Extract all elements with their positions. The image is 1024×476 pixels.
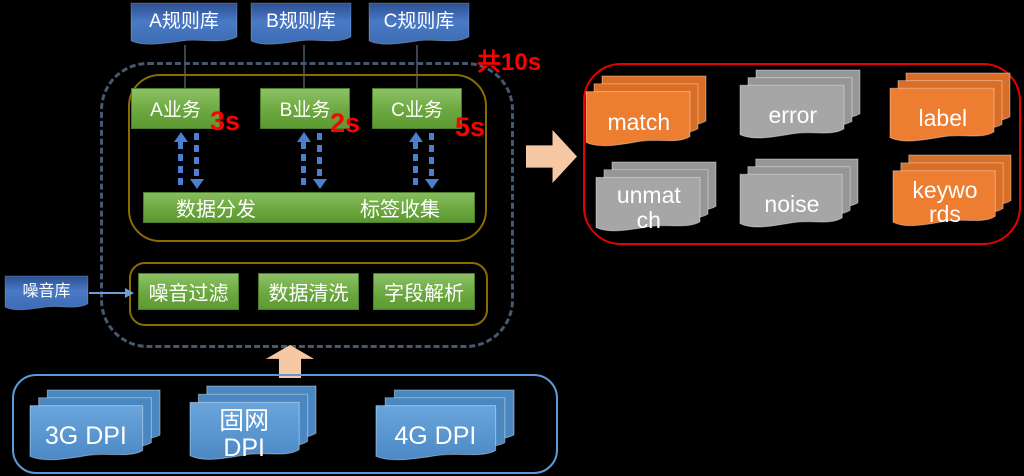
rule-library-c-doc: C规则库 [368,2,470,48]
multidocument-shape [892,154,1012,227]
data-clean-label: 数据清洗 [268,283,349,305]
output-label-stack: label [889,72,1011,149]
service-c-label: C业务 [391,100,443,121]
noise-library-doc: 噪音库 [4,275,89,313]
rule-library-b-label: B规则库 [266,10,336,32]
service-a-time: 3s [210,106,241,136]
multidocument-shape [889,72,1011,142]
connector-line [303,45,305,88]
multidocument-shape [375,389,515,461]
multidocument-shape [595,161,717,232]
down-arrow-icon [189,133,204,189]
service-b-node: B业务 [260,88,350,129]
output-match-stack: match [585,75,707,154]
output-label-label: label [918,105,968,132]
service-group-border [128,74,487,242]
down-arrow-icon [424,133,439,189]
multidocument-shape [29,389,161,461]
source-4g-dpi-stack: 4G DPI [375,389,515,468]
data-clean-node: 数据清洗 [258,273,359,310]
source-3g-dpi-stack: 3G DPI [29,389,161,468]
output-noise-label: noise [764,191,820,218]
source-fixed-dpi-label: 固网 DPI [219,407,270,463]
right-block-arrow-icon [526,130,577,183]
output-noise-stack: noise [739,158,859,235]
output-unmatch-label: unmatch [616,182,681,234]
up-arrow-icon [408,132,423,188]
total-time-annotation: 共10s [477,49,542,76]
service-a-node: A业务 [131,88,220,129]
rule-library-b-doc: B规则库 [250,2,352,48]
field-parse-label: 字段解析 [384,283,464,305]
down-arrow-icon [312,133,327,189]
document-shape [130,2,238,45]
noise-filter-node: 噪音过滤 [138,273,239,310]
processing-cluster-border [100,62,514,348]
service-c-time: 5s [455,112,486,142]
rule-library-a-label: A规则库 [149,10,219,32]
field-parse-node: 字段解析 [373,273,475,310]
source-fixed-dpi-stack: 固网 DPI [189,385,317,468]
tag-collection-label: 标签收集 [360,199,440,221]
service-a-label: A业务 [150,100,201,121]
output-error-label: error [768,102,818,129]
connector-line [184,45,186,88]
output-keywords-stack: keywords [892,154,1012,234]
right-arrow-icon [89,288,134,298]
rule-library-a-doc: A规则库 [130,2,238,48]
output-unmatch-stack: unmatch [595,161,717,239]
multidocument-shape [739,158,859,228]
output-error-stack: error [739,69,861,146]
document-shape [368,2,470,45]
multidocument-shape [189,385,317,460]
up-arrow-icon [296,132,311,188]
service-c-node: C业务 [372,88,462,129]
service-b-label: B业务 [279,100,331,121]
noise-library-label: 噪音库 [22,282,71,300]
up-arrow-icon [173,132,188,188]
multidocument-shape [585,75,707,147]
connector-line [416,45,418,88]
document-shape [4,275,89,311]
source-group-border [12,374,558,474]
output-group-border [583,63,1021,245]
source-3g-dpi-label: 3G DPI [44,422,127,451]
service-b-time: 2s [330,108,361,138]
rule-library-c-label: C规则库 [383,10,455,32]
output-match-label: match [607,109,671,136]
bus-bar: 数据分发 标签收集 [143,192,475,223]
output-keywords-label: keywords [912,176,978,228]
noise-filter-label: 噪音过滤 [148,283,229,305]
document-shape [250,2,352,45]
multidocument-shape [739,69,861,139]
data-distribution-label: 数据分发 [176,199,256,221]
source-4g-dpi-label: 4G DPI [394,422,477,451]
